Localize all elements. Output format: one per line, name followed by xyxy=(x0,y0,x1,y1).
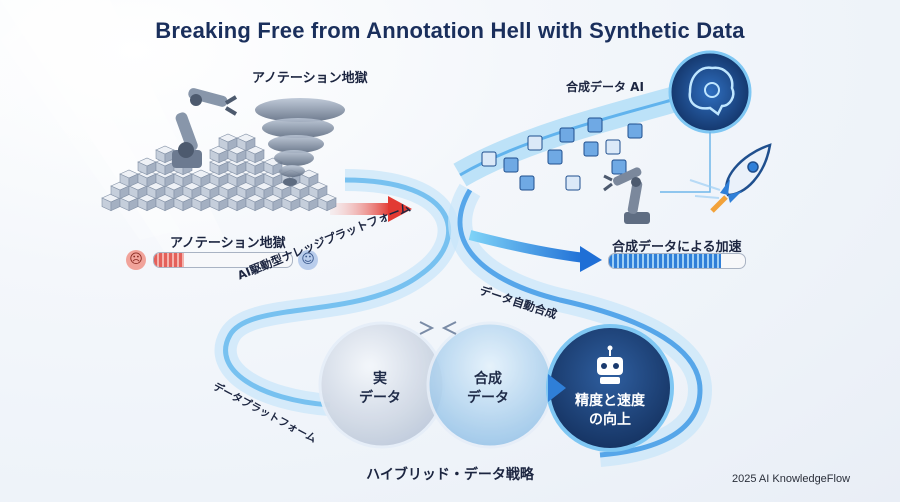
copyright-text: 2025 AI KnowledgeFlow xyxy=(732,473,851,485)
cube xyxy=(236,133,256,152)
tornado-icon xyxy=(255,98,345,186)
annotation-hell-bar-fill xyxy=(154,253,185,267)
data-cube xyxy=(559,127,575,143)
data-cube xyxy=(587,117,603,133)
acceleration-label: 合成データによる加速 xyxy=(612,240,742,255)
data-cube xyxy=(605,139,621,155)
cube xyxy=(119,169,139,188)
acceleration-bar-fill xyxy=(609,254,721,268)
data-cube xyxy=(611,159,627,175)
cube xyxy=(254,181,274,200)
real-data-circle-label: 実 データ xyxy=(359,371,401,406)
cube xyxy=(155,169,175,188)
annotation-hell-bar-label: アノテーション地獄 xyxy=(170,236,286,251)
acceleration-bar xyxy=(608,253,746,269)
acceleration-arrow xyxy=(468,230,602,272)
page-title: Breaking Free from Annotation Hell with … xyxy=(155,18,745,43)
data-cube xyxy=(519,175,535,191)
synthetic-data-circle-label: 合成 データ xyxy=(467,371,509,406)
robot-icon xyxy=(597,345,623,384)
data-cube xyxy=(547,149,563,165)
data-cube xyxy=(503,157,519,173)
cube xyxy=(191,193,211,212)
annotation-hell-label: アノテーション地獄 xyxy=(252,71,368,86)
cube xyxy=(137,157,157,176)
hybrid-circles xyxy=(318,321,674,452)
tired-face-icon: ☺ xyxy=(298,250,318,270)
result-circle-label: 精度と速度 の向上 xyxy=(575,393,645,428)
data-cube xyxy=(527,135,543,151)
robot-arm-right-icon xyxy=(603,167,650,224)
data-cube xyxy=(481,151,497,167)
data-cube xyxy=(565,175,581,191)
cube xyxy=(218,133,238,152)
data-cube xyxy=(627,123,643,139)
data-cube xyxy=(583,141,599,157)
synthetic-ai-label: 合成データ AI xyxy=(566,80,644,94)
cube xyxy=(227,193,247,212)
annotation-hell-bar xyxy=(153,252,293,268)
robot-arm-icon xyxy=(172,88,238,168)
hell-exit-arrow xyxy=(330,196,412,222)
sad-face-icon: ☹ xyxy=(126,250,146,270)
ai-brain-icon xyxy=(660,50,752,193)
synthetic-data-cubes xyxy=(481,117,643,191)
cube-pile xyxy=(101,133,337,212)
rocket-icon xyxy=(689,143,772,213)
cube xyxy=(191,169,211,188)
hybrid-strategy-label: ハイブリッド・データ戦略 xyxy=(366,467,534,483)
